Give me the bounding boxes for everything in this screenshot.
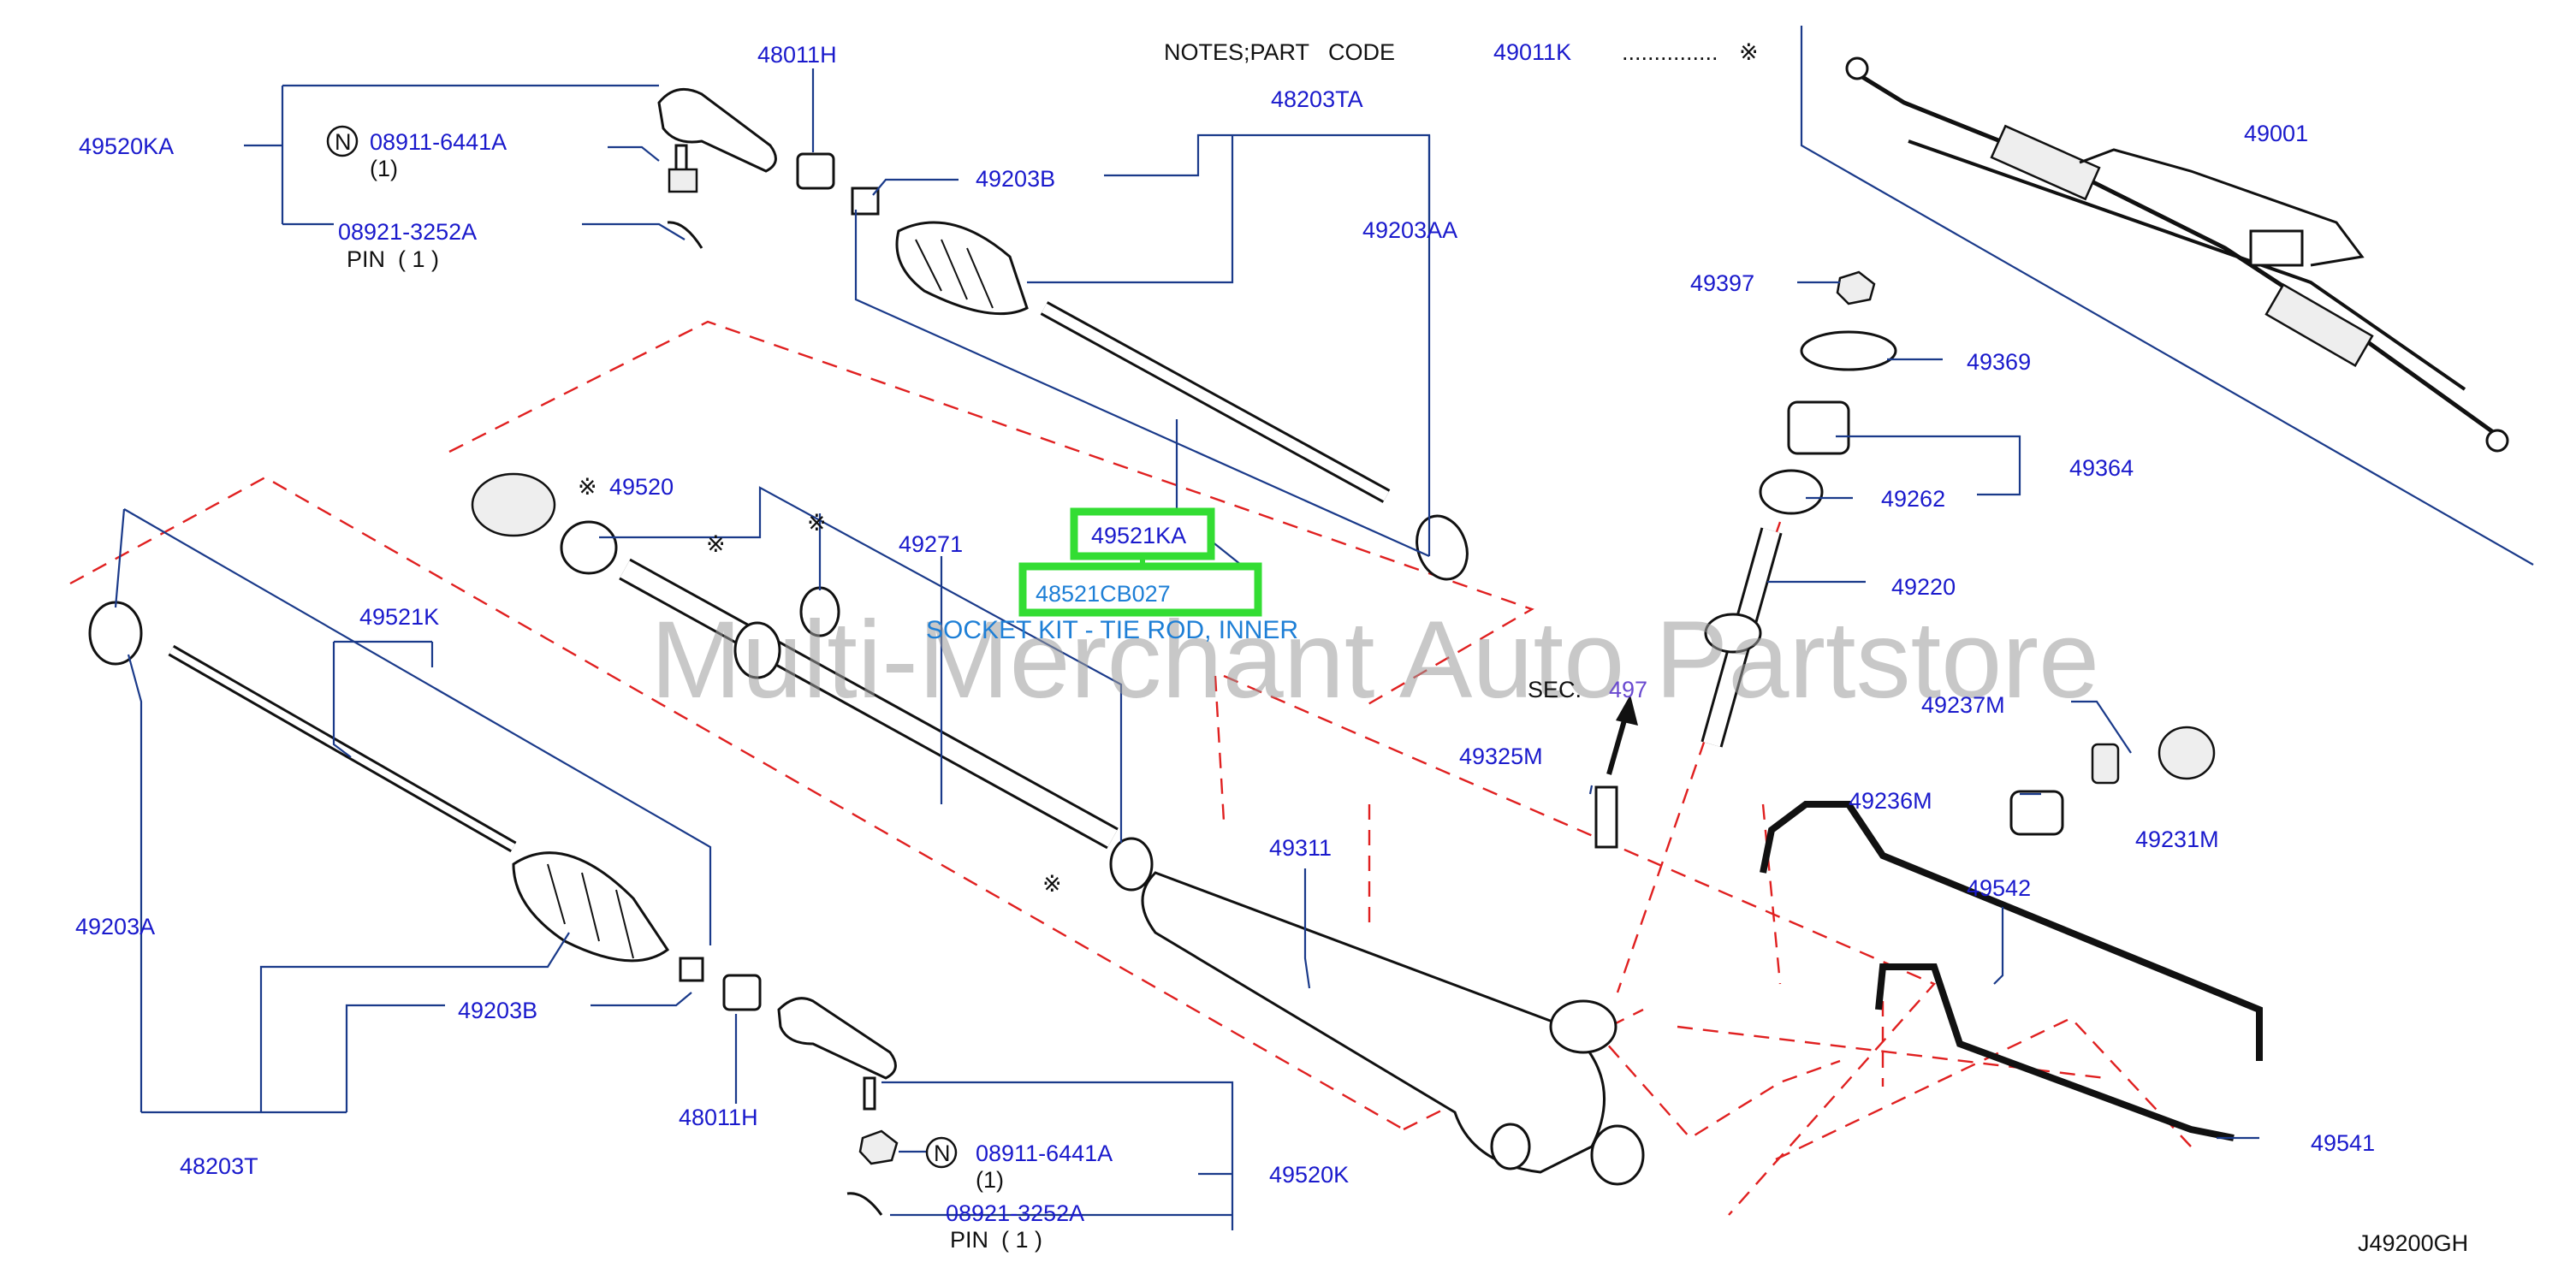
- leader-lines: [114, 68, 2259, 1230]
- label-49541[interactable]: 49541: [2311, 1130, 2375, 1156]
- label-49364[interactable]: 49364: [2069, 455, 2134, 481]
- label-08911-bottom[interactable]: 08911-6441A: [976, 1141, 1113, 1166]
- label-sec: SEC.: [1528, 677, 1582, 702]
- label-49520KA[interactable]: 49520KA: [79, 133, 174, 159]
- label-socket-kit: SOCKET KIT - TIE ROD, INNER: [926, 616, 1298, 644]
- label-49521K[interactable]: 49521K: [359, 604, 439, 630]
- label-08911-top-qty: (1): [370, 156, 398, 181]
- notes-mark: ※: [1739, 39, 1759, 65]
- label-49369[interactable]: 49369: [1967, 349, 2031, 375]
- label-49203B-bottom[interactable]: 49203B: [458, 998, 537, 1023]
- label-49325M[interactable]: 49325M: [1459, 744, 1543, 769]
- label-pin-bottom: PIN ( 1 ): [950, 1227, 1042, 1253]
- label-08911-bottom-qty: (1): [976, 1167, 1004, 1193]
- label-48011H-bottom[interactable]: 48011H: [679, 1105, 758, 1130]
- label-48521CB027[interactable]: 48521CB027: [1036, 581, 1171, 607]
- label-48203TA[interactable]: 48203TA: [1271, 86, 1363, 112]
- label-49520K[interactable]: 49520K: [1269, 1162, 1349, 1188]
- ref-mark-seal: ※: [706, 531, 726, 557]
- label-49203B-top[interactable]: 49203B: [976, 166, 1055, 192]
- ref-mark-49311: ※: [1042, 871, 1062, 897]
- diagram-code: J49200GH: [2358, 1230, 2468, 1256]
- notes-code: 49011K: [1493, 39, 1571, 65]
- label-pin-top: PIN ( 1 ): [347, 246, 439, 272]
- n-marks: N N: [326, 125, 958, 1169]
- section-arrow: [1606, 695, 1638, 775]
- label-49001[interactable]: 49001: [2244, 121, 2308, 146]
- n-mark-top: N: [335, 129, 352, 155]
- part-labels: 48011H 48203TA 49520KA 08911-6441A (1) 0…: [75, 42, 2468, 1256]
- n-mark-bottom: N: [934, 1141, 951, 1166]
- notes-header: NOTES;PART CODE 49011K ............... ※: [1164, 39, 1759, 65]
- label-49311[interactable]: 49311: [1269, 835, 1332, 861]
- watermark: Multi-Merchant Auto Partstore: [650, 599, 2099, 721]
- label-49236M[interactable]: 49236M: [1849, 788, 1932, 814]
- label-48011H-top[interactable]: 48011H: [757, 42, 837, 68]
- label-49231M[interactable]: 49231M: [2135, 827, 2219, 852]
- label-49220[interactable]: 49220: [1891, 574, 1956, 600]
- label-49397[interactable]: 49397: [1690, 270, 1754, 296]
- label-08921-bottom[interactable]: 08921-3252A: [946, 1200, 1084, 1226]
- label-49262[interactable]: 49262: [1881, 486, 1945, 512]
- notes-dots: ...............: [1622, 39, 1718, 65]
- label-49520[interactable]: 49520: [609, 474, 674, 500]
- label-49542[interactable]: 49542: [1967, 875, 2031, 901]
- parts-drawings: [88, 87, 2263, 1216]
- label-08911-top[interactable]: 08911-6441A: [370, 129, 507, 155]
- steering-gear-assembly-inset: [1800, 26, 2534, 566]
- label-49237M[interactable]: 49237M: [1921, 692, 2005, 718]
- label-08921-top[interactable]: 08921-3252A: [338, 219, 477, 245]
- label-49521KA[interactable]: 49521KA: [1091, 523, 1186, 548]
- ref-mark-ring: ※: [807, 510, 827, 536]
- label-48203T[interactable]: 48203T: [180, 1153, 258, 1179]
- label-49203A[interactable]: 49203A: [75, 914, 155, 939]
- label-49203AA[interactable]: 49203AA: [1362, 217, 1457, 243]
- notes-title: NOTES;PART CODE: [1164, 39, 1395, 65]
- label-49271[interactable]: 49271: [899, 531, 963, 557]
- ref-mark-49520: ※: [578, 474, 597, 500]
- label-sec-497[interactable]: 497: [1609, 677, 1647, 702]
